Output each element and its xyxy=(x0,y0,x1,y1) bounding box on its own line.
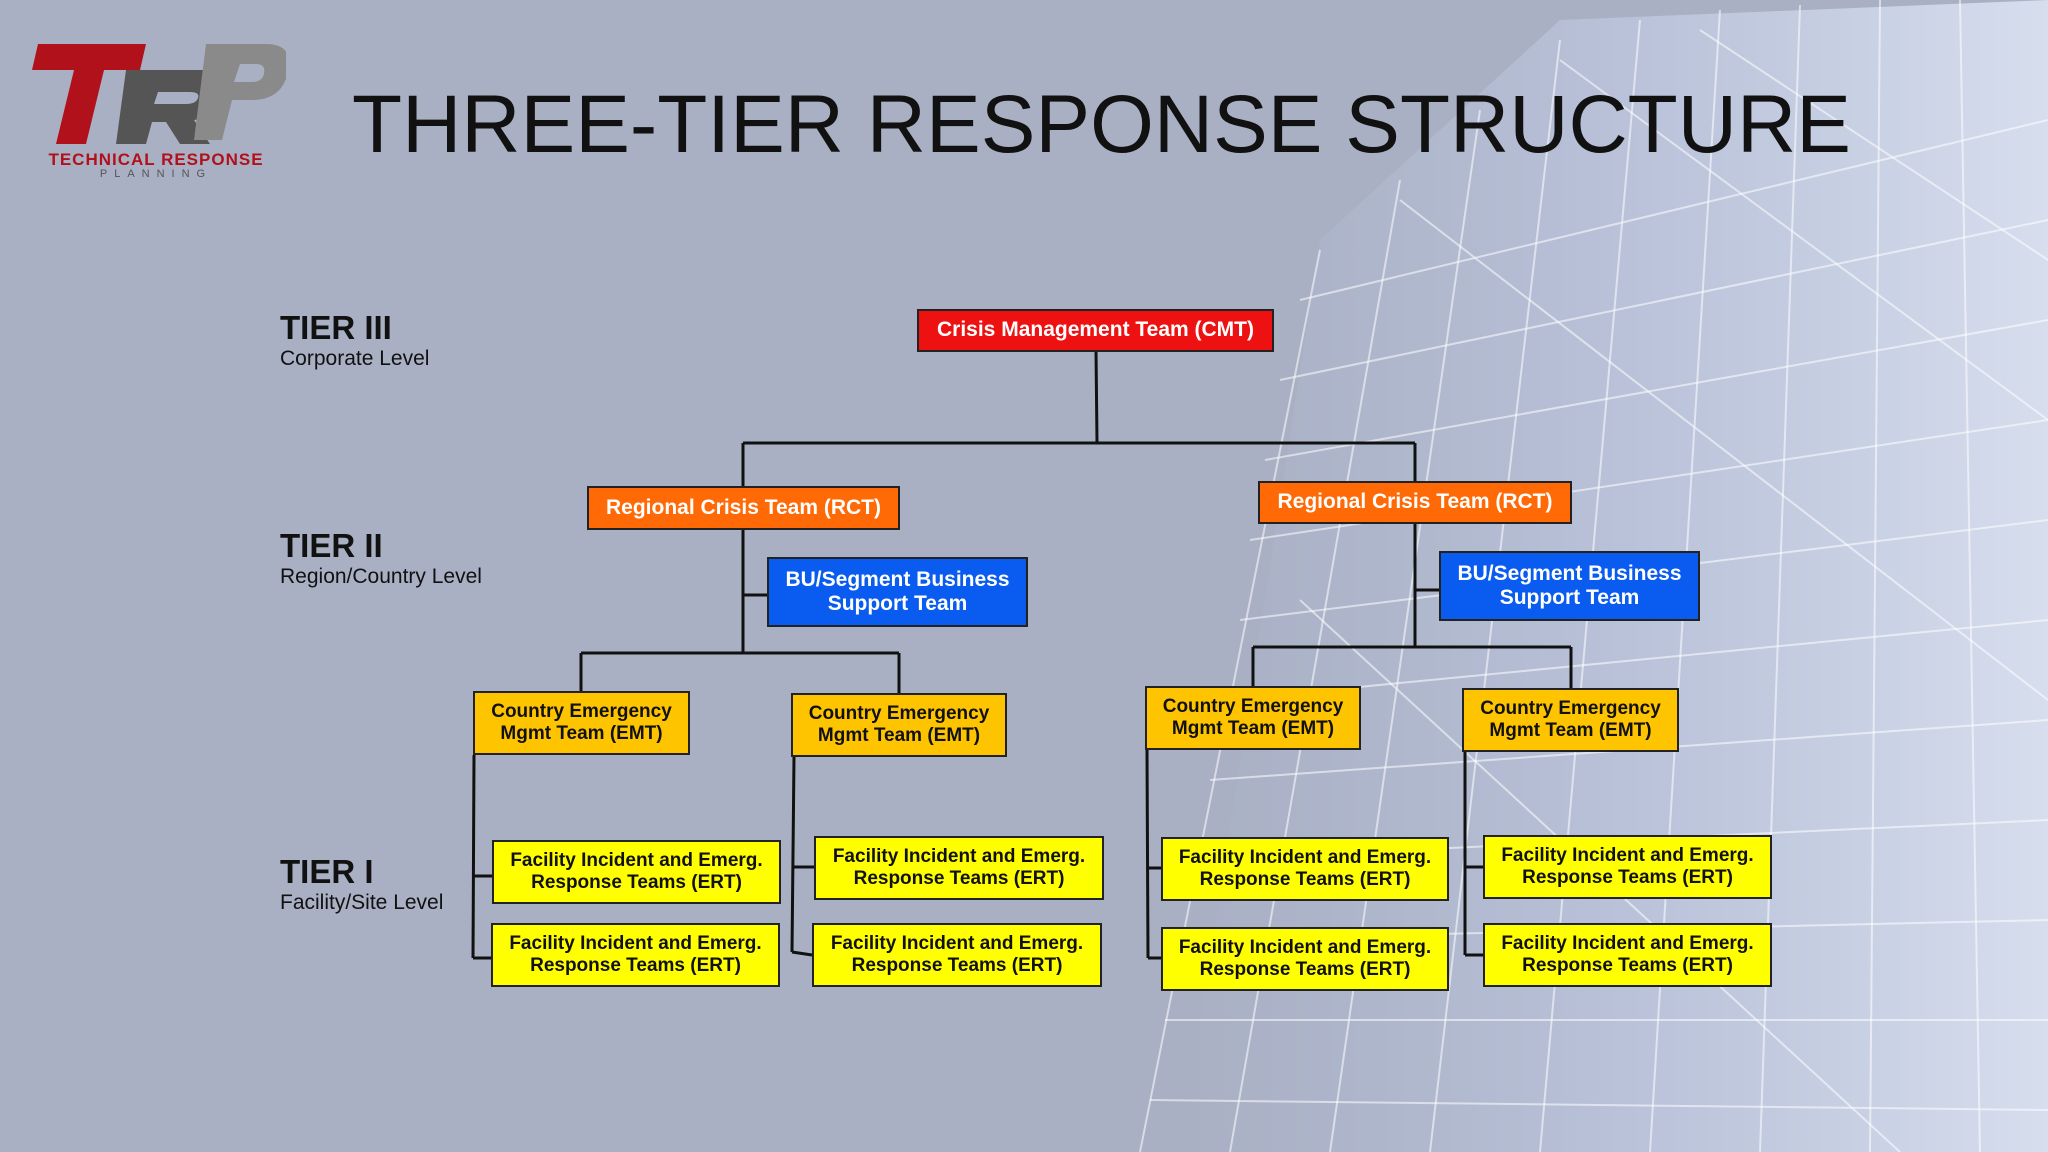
node-ert-5: Facility Incident and Emerg. Response Te… xyxy=(1161,837,1449,901)
node-emt-1: Country Emergency Mgmt Team (EMT) xyxy=(473,691,690,755)
node-emt-2-label: Country Emergency Mgmt Team (EMT) xyxy=(808,703,990,746)
node-rct-left: Regional Crisis Team (RCT) xyxy=(587,486,900,530)
node-rct-right-label: Regional Crisis Team (RCT) xyxy=(1277,490,1553,514)
tier-3-label: TIER III Corporate Level xyxy=(280,310,429,372)
node-ert-6-label: Facility Incident and Emerg. Response Te… xyxy=(1178,937,1432,980)
node-ert-6: Facility Incident and Emerg. Response Te… xyxy=(1161,927,1449,991)
node-emt-3: Country Emergency Mgmt Team (EMT) xyxy=(1145,686,1361,750)
node-emt-4: Country Emergency Mgmt Team (EMT) xyxy=(1462,688,1679,752)
node-ert-3: Facility Incident and Emerg. Response Te… xyxy=(814,836,1104,900)
node-ert-8-label: Facility Incident and Emerg. Response Te… xyxy=(1501,933,1754,976)
page-title: THREE-TIER RESPONSE STRUCTURE xyxy=(352,79,1851,170)
node-bu-left-label: BU/Segment Business Support Team xyxy=(785,567,1010,615)
node-bu-right-label: BU/Segment Business Support Team xyxy=(1457,561,1682,609)
node-ert-7-label: Facility Incident and Emerg. Response Te… xyxy=(1501,845,1754,888)
node-bu-left: BU/Segment Business Support Team xyxy=(767,557,1028,627)
logo-line2: PLANNING xyxy=(99,168,213,180)
node-emt-4-label: Country Emergency Mgmt Team (EMT) xyxy=(1480,698,1661,741)
tier-1-name: TIER I xyxy=(280,853,374,890)
node-emt-2: Country Emergency Mgmt Team (EMT) xyxy=(791,693,1007,757)
node-rct-right: Regional Crisis Team (RCT) xyxy=(1258,481,1572,524)
trp-logo: TECHNICAL RESPONSE PLANNING xyxy=(26,40,286,190)
node-ert-8: Facility Incident and Emerg. Response Te… xyxy=(1483,923,1772,987)
tier-2-name: TIER II xyxy=(280,527,383,564)
node-emt-3-label: Country Emergency Mgmt Team (EMT) xyxy=(1162,696,1344,739)
node-ert-7: Facility Incident and Emerg. Response Te… xyxy=(1483,835,1772,899)
node-rct-left-label: Regional Crisis Team (RCT) xyxy=(606,495,881,519)
node-ert-1: Facility Incident and Emerg. Response Te… xyxy=(492,840,781,904)
node-ert-2: Facility Incident and Emerg. Response Te… xyxy=(491,923,780,987)
node-ert-5-label: Facility Incident and Emerg. Response Te… xyxy=(1178,847,1432,890)
node-cmt: Crisis Management Team (CMT) xyxy=(917,309,1274,352)
logo-line1: TECHNICAL RESPONSE xyxy=(48,150,264,169)
node-ert-3-label: Facility Incident and Emerg. Response Te… xyxy=(832,846,1086,889)
node-ert-1-label: Facility Incident and Emerg. Response Te… xyxy=(510,850,763,893)
tier-2-label: TIER II Region/Country Level xyxy=(280,528,482,590)
node-ert-4-label: Facility Incident and Emerg. Response Te… xyxy=(830,933,1084,976)
tier-1-sub: Facility/Site Level xyxy=(280,891,444,914)
tier-3-sub: Corporate Level xyxy=(280,347,430,370)
trp-logo-mark xyxy=(32,44,286,144)
node-ert-4: Facility Incident and Emerg. Response Te… xyxy=(812,923,1102,987)
node-ert-2-label: Facility Incident and Emerg. Response Te… xyxy=(509,933,762,976)
tier-3-name: TIER III xyxy=(280,309,392,346)
tier-1-label: TIER I Facility/Site Level xyxy=(280,854,443,916)
node-emt-1-label: Country Emergency Mgmt Team (EMT) xyxy=(491,701,672,744)
node-bu-right: BU/Segment Business Support Team xyxy=(1439,551,1700,621)
tier-2-sub: Region/Country Level xyxy=(280,565,482,588)
node-cmt-label: Crisis Management Team (CMT) xyxy=(937,318,1254,342)
